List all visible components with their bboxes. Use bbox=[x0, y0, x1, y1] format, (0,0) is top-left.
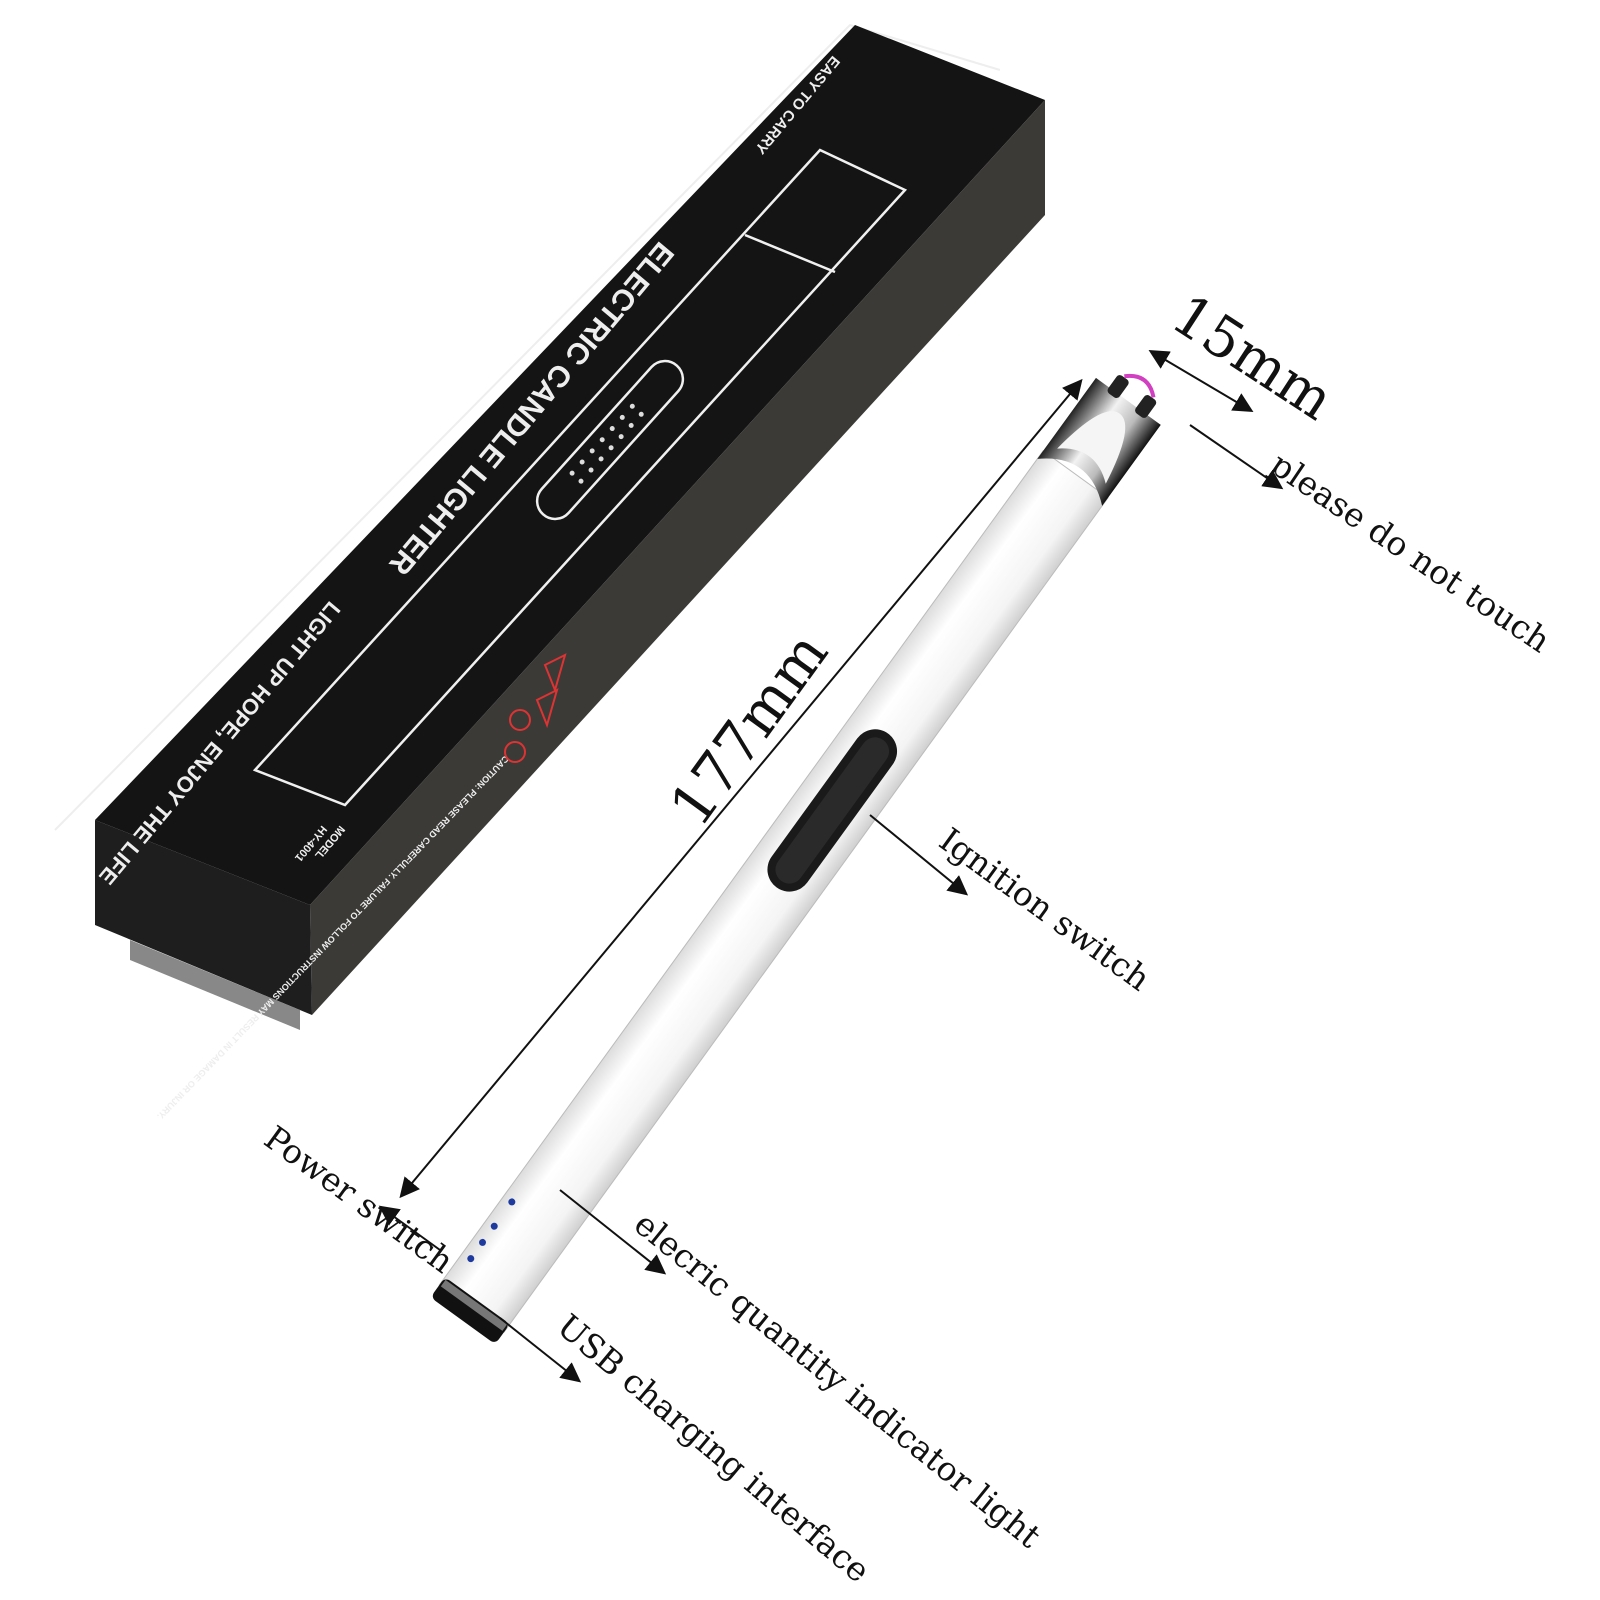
box-lighter-head-line bbox=[744, 233, 836, 274]
tip-callout-arrow bbox=[1189, 424, 1284, 490]
diameter-dimension-arrow bbox=[1148, 349, 1254, 413]
indicator-dot bbox=[467, 1255, 475, 1263]
power-callout-arrow bbox=[378, 1205, 441, 1251]
indicator-callout-label: elecric quantity indicator light bbox=[627, 1204, 1048, 1556]
length-dimension-arrow bbox=[399, 378, 1083, 1199]
ignition-callout-label: Ignition switch bbox=[932, 820, 1157, 999]
lighter-head-window bbox=[1057, 411, 1126, 484]
indicator-dot bbox=[508, 1198, 516, 1206]
usb-callout-arrow bbox=[499, 1317, 582, 1383]
cap-ring bbox=[440, 1279, 508, 1331]
power-switch-cap[interactable] bbox=[430, 1277, 509, 1344]
indicator-dot bbox=[479, 1238, 487, 1246]
indicator-lights bbox=[467, 1198, 516, 1263]
box-end-flap bbox=[130, 940, 300, 1030]
power-callout-label: Power switch bbox=[257, 1118, 461, 1281]
diameter-label: 15mm bbox=[1160, 282, 1344, 433]
box-shadow bbox=[54, 23, 1001, 831]
product-box: ELECTRIC CANDLE LIGHTER LIGHT UP HOPE, E… bbox=[94, 25, 1045, 1121]
indicator-dot bbox=[490, 1222, 498, 1230]
plasma-arc-icon bbox=[1124, 373, 1156, 398]
indicator-callout-arrow bbox=[559, 1189, 667, 1275]
electrode-icon bbox=[1107, 375, 1129, 398]
tip-callout-label: please do not touch bbox=[1264, 444, 1558, 660]
box-lighter-outline bbox=[252, 148, 908, 807]
annotation-lines bbox=[378, 349, 1284, 1383]
box-end-face bbox=[95, 820, 312, 1015]
ignition-callout-arrow bbox=[869, 814, 969, 896]
